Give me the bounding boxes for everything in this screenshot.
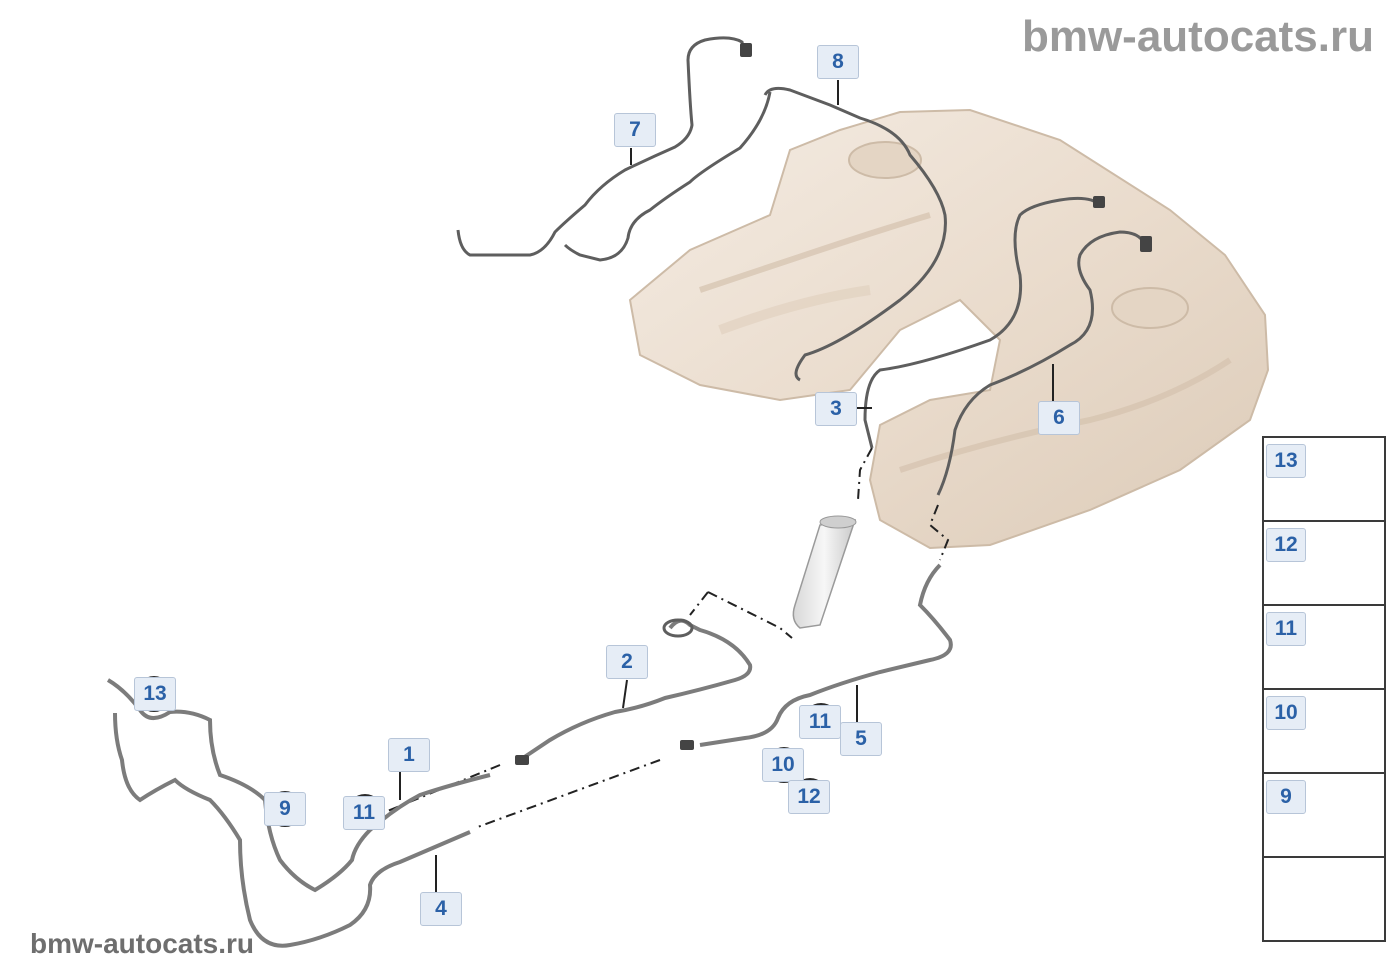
watermark-top: bmw-autocats.ru: [1021, 12, 1374, 61]
callout-2[interactable]: 2: [606, 645, 648, 679]
connector-ends: [515, 43, 1152, 765]
callout-3[interactable]: 3: [815, 392, 857, 426]
callout-11a[interactable]: 11: [343, 796, 385, 830]
callout-5[interactable]: 5: [840, 722, 882, 756]
tank-lines: [763, 86, 1147, 496]
callout-9[interactable]: 9: [264, 792, 306, 826]
legend-item-13[interactable]: 13: [1264, 438, 1384, 522]
legend-item-9[interactable]: 9: [1264, 774, 1384, 858]
fuel-filter: [792, 515, 857, 629]
legend-number: 10: [1266, 696, 1306, 730]
line-5: [699, 563, 953, 747]
callout-7[interactable]: 7: [614, 113, 656, 147]
callout-4[interactable]: 4: [420, 892, 462, 926]
callout-6[interactable]: 6: [1038, 401, 1080, 435]
watermark-bottom: bmw-autocats.ru: [30, 928, 255, 959]
callout-1[interactable]: 1: [388, 738, 430, 772]
callout-10[interactable]: 10: [762, 748, 804, 782]
fuel-tank: [628, 108, 1270, 550]
line-8-segment: [563, 91, 772, 262]
callout-13[interactable]: 13: [134, 677, 176, 711]
callout-11b[interactable]: 11: [799, 705, 841, 739]
legend-item-10[interactable]: 10: [1264, 690, 1384, 774]
legend-item-vehicle: [1264, 858, 1384, 940]
legend-number: 9: [1266, 780, 1306, 814]
callout-12[interactable]: 12: [788, 780, 830, 814]
legend-number: 12: [1266, 528, 1306, 562]
line-7: [456, 36, 747, 257]
legend-item-11[interactable]: 11: [1264, 606, 1384, 690]
legend-item-12[interactable]: 12: [1264, 522, 1384, 606]
line-2-loop: [662, 618, 694, 638]
legend-number: 11: [1266, 612, 1306, 646]
leader-lines: [399, 80, 1054, 893]
line-4: [113, 712, 471, 948]
legend-number: 13: [1266, 444, 1306, 478]
dash-connectors: [384, 447, 950, 829]
line-2: [518, 618, 753, 762]
callout-8[interactable]: 8: [817, 45, 859, 79]
parts-legend: 13 12 11 10 9: [1262, 436, 1386, 942]
